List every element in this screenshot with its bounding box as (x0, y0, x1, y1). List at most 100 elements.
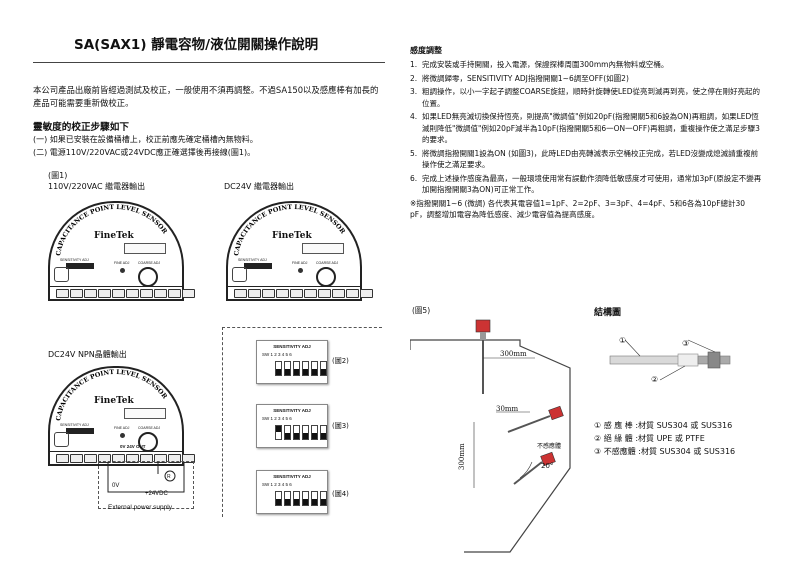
dip-switch-block[interactable] (66, 263, 94, 269)
dip-note: ※指撥開關1~6 (微調) 各代表其電容值1=1pF、2=2pF、3=3pF、4… (410, 198, 746, 220)
dip-switch-block[interactable] (66, 428, 94, 434)
step-5: 5.將微調指撥開關1設為ON (如圖3)，此時LED由亮轉滅表示空桶校正完成，若… (410, 148, 759, 170)
npn-terminal-labels: 0V 24V OUT (120, 444, 146, 449)
coarse-knob[interactable] (316, 267, 336, 287)
switch-row (275, 491, 327, 506)
dip-3[interactable] (293, 425, 300, 440)
dip-4[interactable] (302, 425, 309, 440)
coarse-knob[interactable] (138, 267, 158, 287)
ac-relay-panel: CAPACITANCE POINT LEVEL SENSOR FineTek S… (48, 201, 195, 301)
structure-item-1: ① 感 應 棒 :材質 SUS304 或 SUS316 (594, 421, 733, 430)
fine-adj-label: FINE ADJ (114, 426, 130, 430)
dip-6[interactable] (320, 361, 327, 376)
structure-marker-1: ① (619, 336, 627, 345)
structure-legend: ① 感 應 棒 :材質 SUS304 或 SUS316 ② 絕 緣 體 :材質 … (594, 419, 735, 458)
npn-wiring-diagram (107, 462, 185, 493)
dip-4[interactable] (302, 361, 309, 376)
fig4-label: (圖4) (332, 490, 349, 498)
switch-numbers: SW 1 2 3 4 5 6 (262, 352, 292, 357)
dc-panel-label: DC24V 繼電器輸出 (224, 182, 294, 191)
fine-adj-label: FINE ADJ (292, 261, 308, 265)
dip-6[interactable] (320, 491, 327, 506)
dip-1[interactable] (275, 361, 282, 376)
coarse-adj-label: COARSE ADJ (138, 261, 161, 265)
brand-logo: FineTek (94, 231, 134, 241)
switch-numbers: SW 1 2 3 4 5 6 (262, 416, 292, 421)
panel-divider-v (222, 327, 223, 517)
step-2: 2.將微調歸零，SENSITIVITY ADJ指撥開關1~6調至OFF(如圖2) (410, 73, 629, 83)
fig5-label: (圖5) (412, 306, 431, 315)
step-1: 1.完成安裝或手持開關，投入電源，保證探棒周圍300mm內無物料或空桶。 (410, 60, 669, 69)
npn-ext-label: External power supply (108, 504, 172, 511)
led-indicator (120, 433, 125, 438)
sens-dip-window (302, 243, 344, 254)
switch-box-fig3: SENSITIVITY ADJ SW 1 2 3 4 5 6 (256, 404, 328, 448)
terminal-row (234, 289, 374, 298)
dim-30mm: 30mm (496, 405, 519, 413)
adjust-title: 感度調整 (410, 46, 442, 55)
external-supply-box (98, 461, 194, 509)
step-6: 6.完成上述操作感度為最高，一般環境使用常有誤動作須降低敏感度才可使用，通常加3… (410, 173, 762, 195)
terminal-row (56, 454, 196, 463)
fuse-box (54, 432, 69, 447)
switch-row (275, 361, 327, 376)
page-title: SA(SAX1) 靜電容物/液位開關操作說明 (74, 37, 319, 53)
dip-6[interactable] (320, 425, 327, 440)
coarse-knob[interactable] (138, 432, 158, 452)
switch-box-fig2: SENSITIVITY ADJ SW 1 2 3 4 5 6 (256, 340, 328, 384)
structure-marker-2: ② (651, 375, 659, 384)
dip-2[interactable] (284, 491, 291, 506)
dip-switch-block[interactable] (244, 263, 272, 269)
intro-text: 本公司產品出廠前皆經過測試及校正，一般使用不須再調整。不過SA150以及感應棒有… (33, 85, 379, 108)
terminal-row (56, 289, 196, 298)
dip-5[interactable] (311, 425, 318, 440)
calib-item-1: (一) 如果已安裝在設備桶槽上，校正前應先確定桶槽內無物料。 (33, 135, 258, 144)
brand-logo: FineTek (94, 396, 134, 406)
structure-probe-image (609, 339, 731, 381)
dip-3[interactable] (293, 491, 300, 506)
dip-2[interactable] (284, 425, 291, 440)
sens-dip-window (124, 408, 166, 419)
tank-diagram (410, 319, 571, 553)
sens-adj-label: SENSITIVITY ADJ (238, 258, 267, 262)
dip-1[interactable] (275, 425, 282, 440)
dip-5[interactable] (311, 491, 318, 506)
calib-title: 靈敏度的校正步驟如下 (33, 122, 129, 133)
npn-r-label: R (167, 474, 171, 480)
switch-title: SENSITIVITY ADJ (273, 474, 311, 479)
ac-panel-label: 110V/220VAC 繼電器輸出 (48, 182, 146, 191)
no-sense-label: 不感應體 (537, 443, 562, 450)
dip-1[interactable] (275, 491, 282, 506)
calib-item-2: (二) 電源110V/220VAC或24VDC應正確選擇後再接線(圖1)。 (33, 147, 256, 157)
switch-numbers: SW 1 2 3 4 5 6 (262, 482, 292, 487)
title-underline (33, 62, 385, 63)
fine-adj-label: FINE ADJ (114, 261, 130, 265)
dip-3[interactable] (293, 361, 300, 376)
dip-5[interactable] (311, 361, 318, 376)
led-indicator (120, 268, 125, 273)
steps-list: 1.完成安裝或手持開關，投入電源，保證探棒周圍300mm內無物料或空桶。 2.將… (410, 59, 762, 223)
fuse-box (232, 267, 247, 282)
structure-item-2: ② 絕 緣 體 :材質 UPE 或 PTFE (594, 434, 705, 443)
structure-item-3: ③ 不感應體 :材質 SUS304 或 SUS316 (594, 447, 736, 456)
fig1-label: (圖1) (48, 171, 68, 180)
dim-300mm-vertical: 300mm (458, 443, 466, 470)
sens-adj-label: SENSITIVITY ADJ (60, 423, 89, 427)
dip-4[interactable] (302, 491, 309, 506)
npn-panel-label: DC24V NPN晶體輸出 (48, 350, 127, 359)
brand-logo: FineTek (272, 231, 312, 241)
fig3-label: (圖3) (332, 422, 349, 430)
npn-24vdc-label: +24VDC (145, 491, 168, 497)
npn-panel: CAPACITANCE POINT LEVEL SENSOR FineTek S… (48, 366, 195, 466)
dim-300mm-top: 300mm (500, 350, 527, 358)
sens-dip-window (124, 243, 166, 254)
coarse-adj-label: COARSE ADJ (138, 426, 161, 430)
switch-row (275, 425, 327, 440)
angle-label: 20° (541, 462, 554, 470)
dip-2[interactable] (284, 361, 291, 376)
calib-list: (一) 如果已安裝在設備桶槽上，校正前應先確定桶槽內無物料。 (二) 電源110… (33, 134, 385, 159)
switch-box-fig4: SENSITIVITY ADJ SW 1 2 3 4 5 6 (256, 470, 328, 514)
structure-marker-3: ③ (682, 339, 690, 348)
sens-adj-label: SENSITIVITY ADJ (60, 258, 89, 262)
npn-0v-label: 0V (112, 483, 120, 489)
